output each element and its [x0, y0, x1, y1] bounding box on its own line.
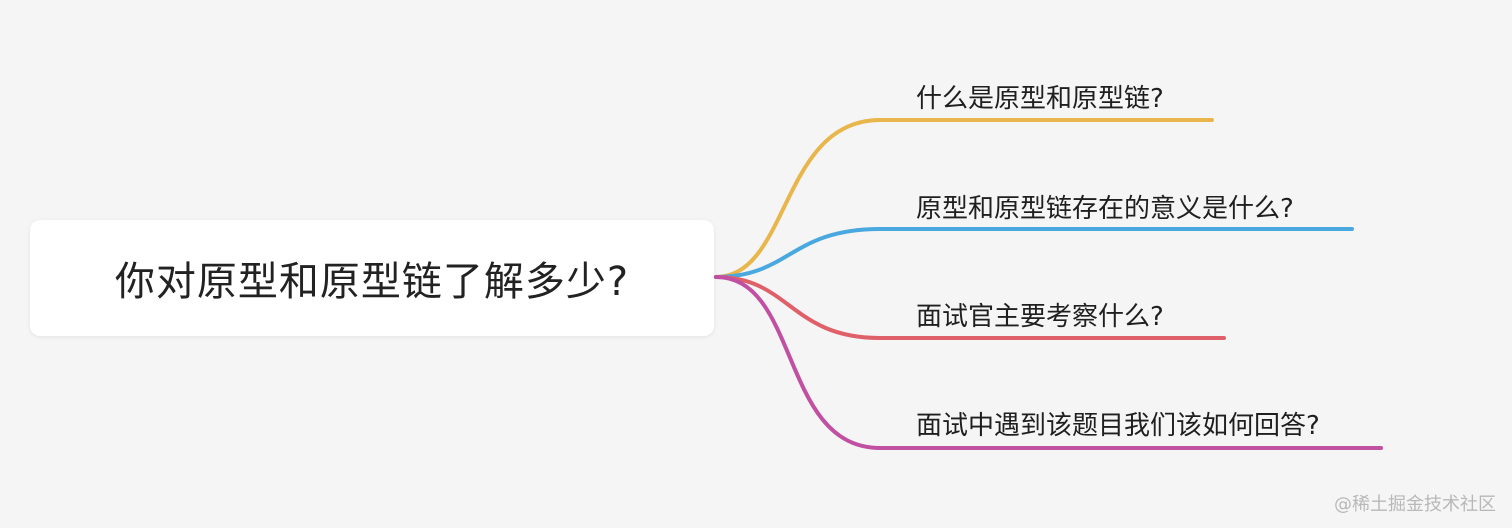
edge-branch-1 — [714, 118, 1214, 279]
root-topic-label: 你对原型和原型链了解多少? — [114, 259, 630, 305]
branch-topic-4[interactable]: 面试中遇到该题目我们该如何回答? — [916, 411, 1320, 441]
edge-branch-4 — [714, 275, 1383, 450]
branch-topic-2[interactable]: 原型和原型链存在的意义是什么? — [916, 194, 1294, 224]
edge-branch-3 — [714, 275, 1226, 340]
watermark-text: @稀土掘金技术社区 — [1334, 494, 1496, 515]
branch-topic-3[interactable]: 面试官主要考察什么? — [916, 302, 1164, 332]
edge-branch-2 — [714, 227, 1354, 279]
branch-topic-1[interactable]: 什么是原型和原型链? — [916, 84, 1164, 114]
root-topic-node[interactable]: 你对原型和原型链了解多少? — [30, 220, 714, 336]
